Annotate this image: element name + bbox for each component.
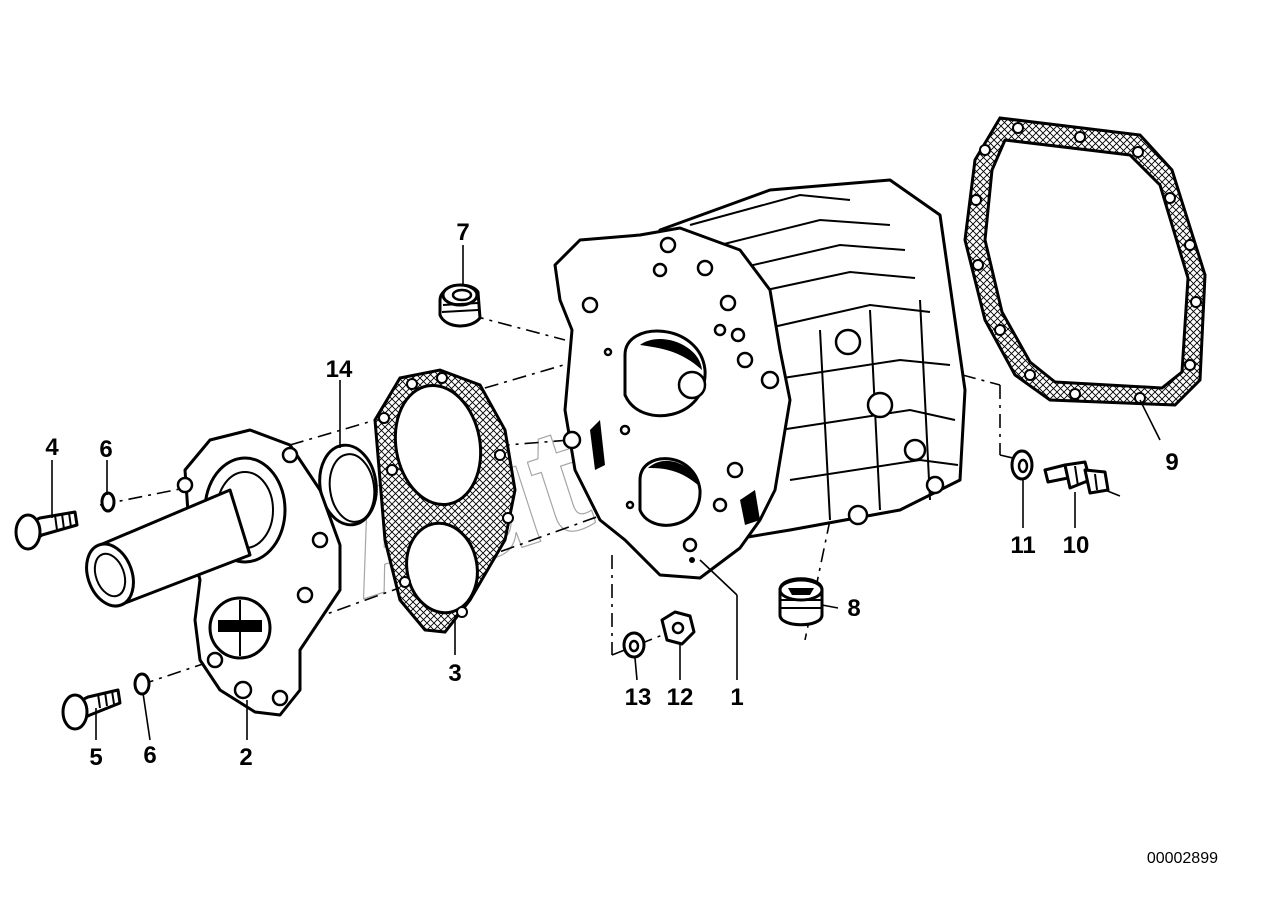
callout-14: 14 — [326, 356, 353, 383]
callout-10: 10 — [1063, 532, 1090, 559]
callout-7: 7 — [456, 219, 469, 246]
bolt-4 — [14, 510, 79, 551]
callout-11: 11 — [1010, 532, 1035, 559]
gasket-9 — [963, 116, 1207, 407]
plug-7 — [438, 283, 482, 328]
callout-6-upper: 6 — [99, 436, 112, 463]
transmission-housing-1 — [553, 178, 967, 580]
circlip-14 — [318, 443, 378, 527]
leader-lines — [51, 245, 1161, 741]
washer-6-lower — [133, 672, 151, 696]
callout-1: 1 — [730, 684, 743, 711]
bolt-5 — [61, 688, 122, 731]
document-number: 00002899 — [1147, 850, 1218, 867]
callout-5: 5 — [89, 744, 102, 771]
drain-plug-8 — [778, 577, 824, 627]
callout-3: 3 — [448, 660, 461, 687]
callout-2: 2 — [239, 744, 252, 771]
callout-labels: 1 2 3 4 5 6 6 7 8 9 10 11 12 13 14 — [45, 219, 1178, 771]
callout-9: 9 — [1165, 449, 1178, 476]
callout-13: 13 — [625, 684, 652, 711]
callout-6-lower: 6 — [143, 742, 156, 769]
gasket-3 — [373, 368, 517, 634]
callout-4: 4 — [45, 434, 59, 461]
switch-10 — [1043, 460, 1110, 495]
nut-12 — [660, 610, 696, 646]
callout-8: 8 — [847, 595, 860, 622]
flange-housing-2 — [85, 428, 342, 717]
callout-12: 12 — [667, 684, 694, 711]
washer-6-upper — [100, 491, 116, 513]
washer-13 — [622, 631, 646, 659]
washer-11 — [1010, 449, 1034, 481]
